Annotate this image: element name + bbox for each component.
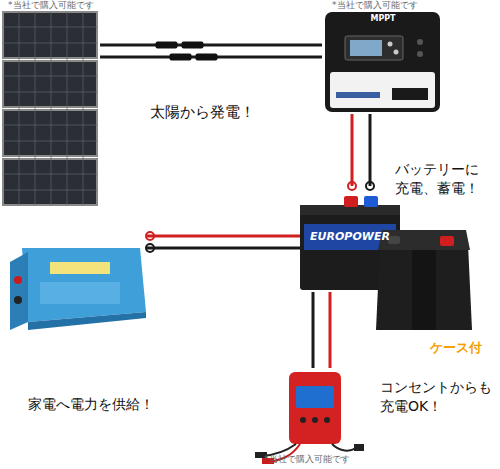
caption-text: 家電へ電力を供給！ <box>28 395 154 414</box>
caption-text: 太陽から発電！ <box>150 103 255 122</box>
caption-text: バッテリーに 充電、蓄電！ <box>395 160 487 198</box>
brand-name: EUROPOWER <box>304 230 396 243</box>
solar-panel-node: *当社で購入可能です <box>0 0 100 212</box>
cable <box>313 292 330 368</box>
inverter <box>10 248 146 330</box>
charge-controller <box>325 12 440 112</box>
availability-note: *当社で購入可能です <box>8 0 94 11</box>
battery-case <box>376 230 472 330</box>
case-note: ケース付 <box>430 338 482 357</box>
battery-node: EUROPOWER <box>298 186 402 292</box>
availability-note: *当社で購入可能です <box>332 0 418 11</box>
controller-node: *当社で購入可能です MPPT <box>322 0 444 114</box>
device-name: MPPT <box>322 14 444 24</box>
availability-note: *当社で購入可能です <box>264 454 350 465</box>
battery-charger <box>255 372 364 464</box>
inverter-wire <box>146 232 300 252</box>
cable <box>348 114 374 190</box>
caption-text: コンセントからも 充電OK！ <box>380 378 498 416</box>
cable <box>100 42 322 61</box>
solar-panel <box>3 12 97 205</box>
charger-node: *当社で購入可能です <box>250 368 370 468</box>
